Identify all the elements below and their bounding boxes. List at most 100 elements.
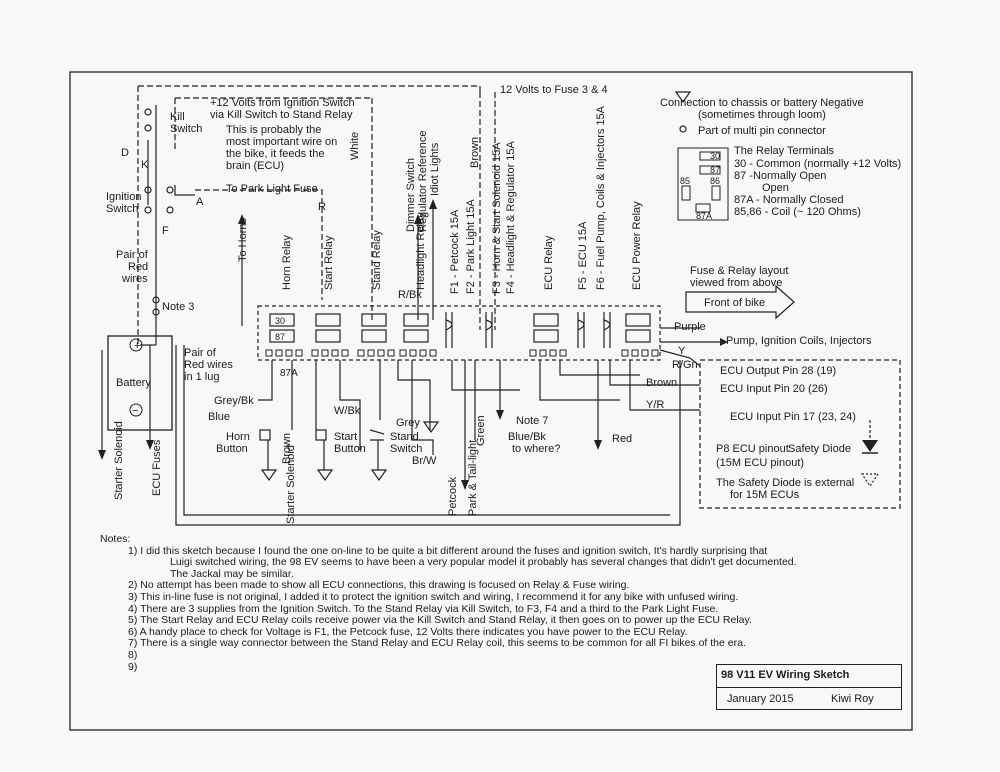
horn-relay-30 [269, 313, 295, 327]
label-f5: F5 - ECU 15A [577, 221, 589, 290]
label-ext-2: for 15M ECUs [730, 489, 800, 501]
label-kill-switch: Switch [170, 123, 202, 135]
wiring [101, 85, 901, 526]
title-block-divider [717, 687, 901, 688]
label-horn-relay: Horn Relay [281, 234, 293, 290]
label-regulator-ref: Regulator Reference [417, 130, 429, 232]
headlight-relay-bottom [403, 329, 429, 343]
label-ecu-in-20: ECU Input Pin 20 (26) [720, 383, 828, 395]
label-stand-switch-1: Stand [390, 431, 419, 443]
label-to-where: to where? [512, 443, 560, 455]
legend-87a: 87A [696, 211, 712, 221]
label-start-button-2: Button [334, 443, 366, 455]
label-safety-diode: Safety Diode [788, 443, 851, 455]
ecu-relay-top [533, 313, 559, 327]
ignition-switch-contact-icon [144, 186, 152, 194]
ecu-power-relay-bottom [625, 329, 651, 343]
label-w-bk: W/Bk [334, 405, 361, 417]
label-ign-note-2: via Kill Switch to Stand Relay [210, 109, 353, 121]
label-ignition-switch: Switch [106, 203, 138, 215]
label-pump: Pump, Ignition Coils, Injectors [726, 335, 872, 347]
label-horn-button-1: Horn [226, 431, 250, 443]
label-legend-ground-2: (sometimes through loom) [698, 109, 826, 121]
label-term-87: 87 [275, 332, 285, 342]
label-legend-ground-1: Connection to chassis or battery Negativ… [660, 97, 864, 109]
label-kill: Kill [170, 111, 185, 123]
headlight-relay-top [403, 313, 429, 327]
label-note3: Note 3 [162, 301, 194, 313]
label-pair-red-2: Red [128, 261, 148, 273]
battery-plus: + [134, 340, 140, 352]
kill-switch-contact-icon [144, 108, 152, 116]
label-p8-2: (15M ECU pinout) [716, 457, 804, 469]
relay-block [269, 312, 651, 348]
label-headlight-relay: Headlight Relay [415, 212, 427, 290]
label-blue-bk: Blue/Bk [508, 431, 546, 443]
label-idiot-lights: Idiot Lights [429, 142, 441, 196]
label-blue: Blue [208, 411, 230, 423]
label-ecu-power-relay: ECU Power Relay [631, 201, 643, 290]
label-grey-bk: Grey/Bk [214, 395, 254, 407]
stand-switch-icon [369, 429, 385, 441]
notes-section: Notes: 1) I did this sketch because I fo… [100, 533, 797, 673]
label-pair-lug-2: Red wires [184, 359, 233, 371]
label-petcock: Petcock [447, 476, 459, 516]
label-f4: F4 - Headlight & Regulator 15A [505, 140, 517, 294]
label-start-button-1: Start [334, 431, 357, 443]
sketch-date: January 2015 [727, 693, 794, 705]
label-f6: F6 - Fuel Pump, Coils & Injectors 15A [595, 105, 607, 290]
label-red: Red [612, 433, 632, 445]
label-f3: F3 - Horn & Start Solenoid 15A [491, 142, 503, 294]
legend-30: 30 [710, 151, 720, 161]
label-brown-r: Brown [646, 377, 677, 389]
label-ign-note-1: +12 Volts from Ignition Switch [210, 97, 355, 109]
label-pair-red-1: Pair of [116, 249, 149, 261]
label-layout-1: Fuse & Relay layout [690, 265, 788, 277]
safety-diode-symbol [862, 440, 878, 454]
label-to-park: To Park Light Fuse [226, 183, 318, 195]
start-button-icon [315, 429, 327, 441]
note-3: 3) This in-line fuse is not original, I … [128, 590, 739, 603]
label-stand-relay: Stand Relay [371, 230, 383, 290]
label-ign-note-3: This is probably the [226, 124, 321, 136]
label-purple: Purple [674, 321, 706, 333]
label-battery: Battery [116, 377, 151, 389]
label-to-horns: To Horns [237, 217, 249, 262]
label-starter-sol-mid: Starter Solenoid [285, 445, 297, 524]
note-8: 8) [128, 648, 138, 661]
label-ignition: Ignition [106, 191, 141, 203]
label-r-gn: R/Gn [672, 359, 698, 371]
label-brown-vert: Brown [281, 433, 293, 464]
note-4: 4) There are 3 supplies from the Ignitio… [128, 602, 719, 615]
battery-box [107, 335, 173, 431]
label-layout-2: viewed from above [690, 277, 782, 289]
inline-fuse-icon [152, 296, 160, 304]
connector-legend-icon [679, 125, 687, 133]
label-front-of-bike: Front of bike [704, 297, 765, 309]
label-brown-top: Brown [469, 137, 481, 168]
note-2: 2) No attempt has been made to show all … [128, 579, 630, 592]
label-p8-1: P8 ECU pinout [716, 443, 789, 455]
label-dimmer: Dimmer Switch [405, 158, 417, 232]
stand-relay-bottom [361, 329, 387, 343]
label-relay-t87a: 87A - Normally Closed [734, 194, 843, 206]
start-relay-top [315, 313, 341, 327]
connector-pins [265, 349, 659, 357]
label-pair-lug-1: Pair of [184, 347, 217, 359]
label-d: D [121, 147, 129, 159]
label-ecu-relay: ECU Relay [543, 235, 555, 290]
label-green: Green [475, 415, 487, 446]
label-f1: F1 - Petcock 15A [449, 209, 461, 294]
sketch-title: 98 V11 EV Wiring Sketch [721, 669, 850, 681]
ground-symbols [260, 91, 880, 488]
title-block: 98 V11 EV Wiring Sketch January 2015 Kiw… [716, 664, 902, 710]
horn-relay-87 [269, 329, 295, 343]
legend-86: 86 [710, 176, 720, 186]
label-white: White [349, 132, 361, 160]
note-5: 5) The Start Relay and ECU Relay coils r… [128, 614, 752, 627]
diagram-border [69, 71, 913, 731]
arrow-heads [98, 199, 728, 490]
note-1b: Luigi switched wiring, the 98 EV seems t… [170, 556, 797, 569]
